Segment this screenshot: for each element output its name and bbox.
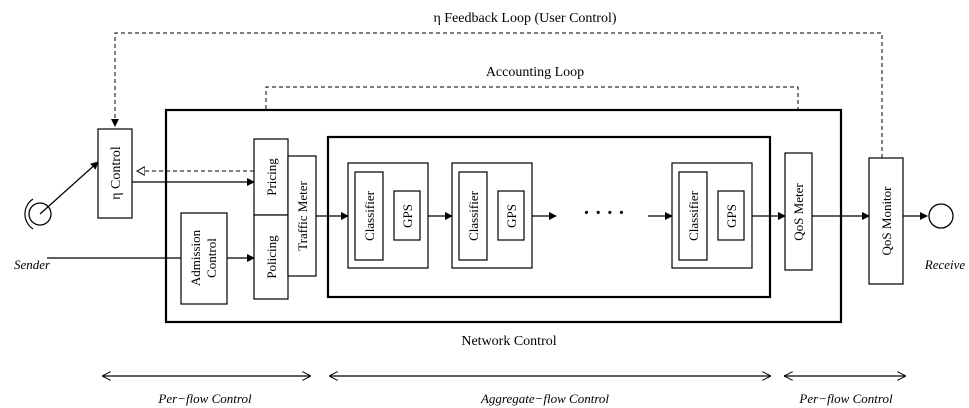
scope-label-right: Per−flow Control: [798, 391, 893, 406]
admission-label-1: Admission: [188, 229, 203, 286]
feedback-loop-label: η Feedback Loop (User Control): [433, 11, 616, 26]
qos-meter-label: QoS Meter: [791, 183, 806, 241]
feedback-loop-line: [111, 32, 883, 158]
qos-monitor-block: [868, 157, 904, 285]
sender-icon: [24, 198, 52, 230]
classifier-unit-1: Classifier GPS: [347, 162, 429, 269]
qos-meter-block: [784, 152, 813, 271]
accounting-loop-label: Accounting Loop: [486, 65, 584, 80]
policing-block: [253, 214, 289, 300]
qos-monitor-label: QoS Monitor: [879, 186, 894, 256]
admission-control-block: [180, 212, 228, 305]
traffic-meter-label: Traffic Meter: [295, 180, 310, 250]
classifier-3-label: Classifier: [686, 190, 701, 240]
gps-2-label: GPS: [504, 204, 519, 228]
receiver-icon: [928, 203, 954, 229]
classifier-unit-2: Classifier GPS: [451, 162, 533, 269]
classifier-1-label: Classifier: [362, 190, 377, 240]
scope-label-left: Per−flow Control: [157, 391, 252, 406]
network-control-label: Network Control: [461, 334, 556, 349]
sender-to-eta-arrow: [39, 161, 99, 215]
scope-label-middle: Aggregate−flow Control: [480, 391, 609, 406]
ellipsis: · · · ·: [583, 202, 625, 224]
policing-label: Policing: [264, 235, 279, 279]
eta-control-block: [97, 128, 133, 219]
gps-3-label: GPS: [724, 204, 739, 228]
classifier-2-label: Classifier: [466, 190, 481, 240]
sender-label: Sender: [14, 257, 51, 272]
admission-label-2: Control: [204, 238, 219, 278]
eta-control-label: η Control: [109, 146, 124, 200]
traffic-meter-block: [287, 155, 317, 277]
receiver-label: Receive: [924, 257, 966, 272]
pricing-block: [253, 138, 289, 216]
classifier-unit-3: Classifier GPS: [671, 162, 753, 269]
pricing-label: Pricing: [264, 158, 279, 196]
gps-1-label: GPS: [400, 204, 415, 228]
